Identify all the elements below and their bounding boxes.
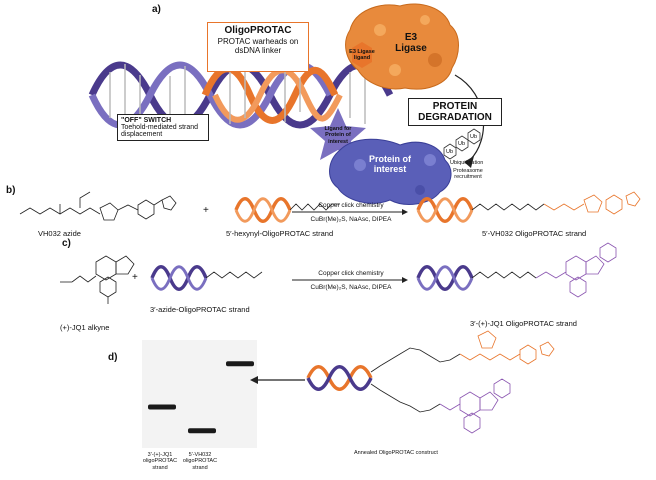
vh032-azide-label: VH032 azide bbox=[38, 229, 81, 238]
cond1-c: Copper click chemistry bbox=[318, 270, 384, 277]
hexynyl-strand-label: 5′-hexynyl-OligoPROTAC strand bbox=[226, 229, 334, 238]
gel-band-lane-3 bbox=[226, 361, 254, 367]
lane2-label: 5′-VH032 oligoPROTAC strand bbox=[182, 452, 218, 471]
ubiquitin-chain bbox=[443, 128, 481, 160]
azide-helix bbox=[150, 265, 208, 291]
lane1-label: 3′-(+)-JQ1 oligoPROTAC strand bbox=[142, 452, 178, 471]
ubiquitination-label: Ubiquitination bbox=[450, 160, 484, 166]
proteasome-label: Proteasome recruitment bbox=[453, 168, 483, 181]
jq1-product-linker bbox=[471, 271, 537, 279]
ub-label-2: Ub bbox=[458, 141, 466, 147]
construct-linker-top bbox=[370, 347, 461, 373]
azide-linker bbox=[205, 271, 263, 279]
jq1-product-helix bbox=[416, 265, 474, 291]
poi-label: Protein of interest bbox=[369, 154, 411, 174]
jq1-product-warhead bbox=[535, 242, 617, 298]
panel-label-b: b) bbox=[6, 185, 16, 196]
e3-ligand-label: E3 Ligase ligand bbox=[349, 49, 375, 62]
construct-helix-orange bbox=[306, 365, 373, 391]
e3-ligand-hexagon bbox=[352, 42, 372, 68]
cond2-c: CuBr(Me)₂S, NaAsc, DIPEA bbox=[310, 284, 392, 291]
gel-bands bbox=[148, 361, 254, 434]
off-switch-desc: Toehold-mediated strand displacement bbox=[121, 124, 199, 138]
off-switch-box: "OFF" SWITCH Toehold-mediated strand dis… bbox=[117, 114, 209, 141]
construct-vh032-warhead bbox=[459, 330, 555, 365]
cond2-b: CuBr(Me)₂S, NaAsc, DIPEA bbox=[310, 216, 392, 223]
cond1-b: Copper click chemistry bbox=[318, 202, 384, 209]
gel-band-lane-1 bbox=[148, 404, 176, 410]
construct-jq1-warhead bbox=[439, 378, 511, 434]
protein-of-interest-blob bbox=[329, 138, 452, 205]
plus-c: + bbox=[132, 272, 138, 283]
ub-label-3: Ub bbox=[470, 134, 478, 140]
panel-label-a: a) bbox=[152, 4, 161, 15]
jq1-alkyne-label: (+)-JQ1 alkyne bbox=[60, 323, 110, 332]
jq1-alkyne-structure bbox=[60, 255, 135, 304]
vh032-product-linker bbox=[471, 203, 545, 211]
e3-ligase-label: E3 Ligase bbox=[395, 32, 427, 54]
construct-linker-bottom bbox=[370, 383, 441, 413]
jq1-product-label: 3′-(+)-JQ1 OligoPROTAC strand bbox=[470, 319, 577, 328]
hexynyl-helix bbox=[234, 197, 292, 223]
poi-ligand-label: Ligand for Protein of interest bbox=[324, 126, 352, 145]
ub-label-1: Ub bbox=[446, 149, 454, 155]
e3-ligase-blob bbox=[345, 3, 459, 90]
construct-helix-purple bbox=[306, 365, 373, 391]
panel-label-c: c) bbox=[62, 238, 71, 249]
oligoprotac-desc: PROTAC warheads on dsDNA linker bbox=[217, 37, 299, 55]
plus-b: + bbox=[203, 205, 209, 216]
oligoprotac-title: OligoPROTAC bbox=[224, 25, 292, 36]
vh032-product-helix bbox=[416, 197, 474, 223]
vh032-product-warhead bbox=[543, 191, 641, 215]
hexynyl-linker bbox=[289, 203, 340, 211]
azide-strand-label: 3′-azide-OligoPROTAC strand bbox=[150, 305, 250, 314]
vh032-azide-structure bbox=[19, 191, 177, 221]
oligoprotac-box: OligoPROTAC PROTAC warheads on dsDNA lin… bbox=[207, 22, 309, 72]
panel-label-d: d) bbox=[108, 352, 118, 363]
construct-label: Annealed OligoPROTAC construct bbox=[354, 450, 438, 456]
off-switch-title: "OFF" SWITCH bbox=[121, 117, 172, 124]
vh032-product-label: 5′-VH032 OligoPROTAC strand bbox=[482, 229, 587, 238]
protein-degradation-box: PROTEIN DEGRADATION bbox=[408, 98, 502, 126]
gel-band-lane-2 bbox=[188, 428, 216, 434]
